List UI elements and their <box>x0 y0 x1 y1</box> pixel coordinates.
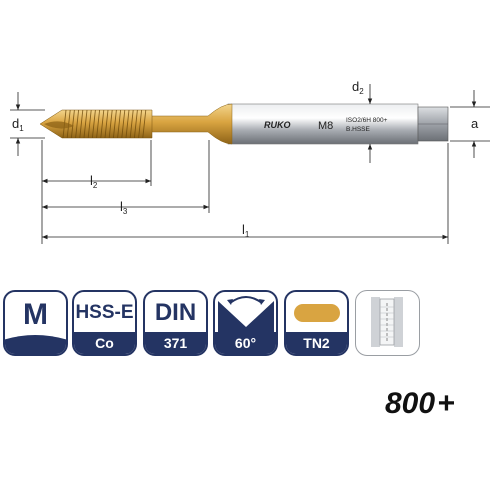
badge-standard-bottom: 371 <box>145 332 206 354</box>
badge-hole-type <box>355 290 420 356</box>
dimension-lines <box>10 84 490 244</box>
badge-coating-bottom: TN2 <box>286 332 347 354</box>
label-l1: l1 <box>242 222 250 239</box>
coating-swatch-icon <box>293 304 340 322</box>
thread-angle-icon <box>217 296 274 333</box>
badge-angle-bottom: 60° <box>215 332 276 354</box>
label-l3: l3 <box>120 199 128 216</box>
series-logo: 800+ <box>385 386 495 422</box>
shank-brand: RUKO <box>264 120 291 130</box>
through-hole-icon <box>371 297 403 347</box>
tap-body: RUKO M8 ISO2/6H 800+ B.HSSE <box>39 103 449 145</box>
label-d2: d2 <box>352 79 364 96</box>
badge-coating-top <box>286 292 347 334</box>
badge-thread-label: M <box>23 298 48 331</box>
badge-material-bottom: Co <box>74 332 135 354</box>
shank-spec-1: ISO2/6H 800+ <box>346 117 388 124</box>
badge-material-top: HSS-E <box>75 302 134 323</box>
badge-standard-top: DIN <box>154 299 197 326</box>
property-badges: M HSS-E Co DIN 371 60° TN2 <box>0 290 500 360</box>
shank-spec-2: B.HSSE <box>346 126 371 133</box>
badge-thread-content: M <box>5 292 66 354</box>
badge-angle: 60° <box>213 290 278 356</box>
badge-thread: M <box>3 290 68 356</box>
badge-angle-top <box>215 292 276 334</box>
spiral-point <box>44 121 74 129</box>
label-l2: l2 <box>90 173 98 190</box>
series-number: 800 <box>385 387 436 420</box>
badge-standard: DIN 371 <box>143 290 208 356</box>
tap-neck <box>149 103 233 145</box>
wave-icon <box>5 335 66 354</box>
tap-shank <box>227 103 419 145</box>
shank-size: M8 <box>318 120 333 132</box>
tap-technical-drawing: RUKO M8 ISO2/6H 800+ B.HSSE d1 d2 a l2 l… <box>10 79 490 244</box>
series-plus: + <box>437 387 455 420</box>
badge-coating: TN2 <box>284 290 349 356</box>
thread-grooves <box>62 109 147 139</box>
label-a: a <box>471 116 479 131</box>
badge-material: HSS-E Co <box>72 290 137 356</box>
label-d1: d1 <box>12 116 24 133</box>
